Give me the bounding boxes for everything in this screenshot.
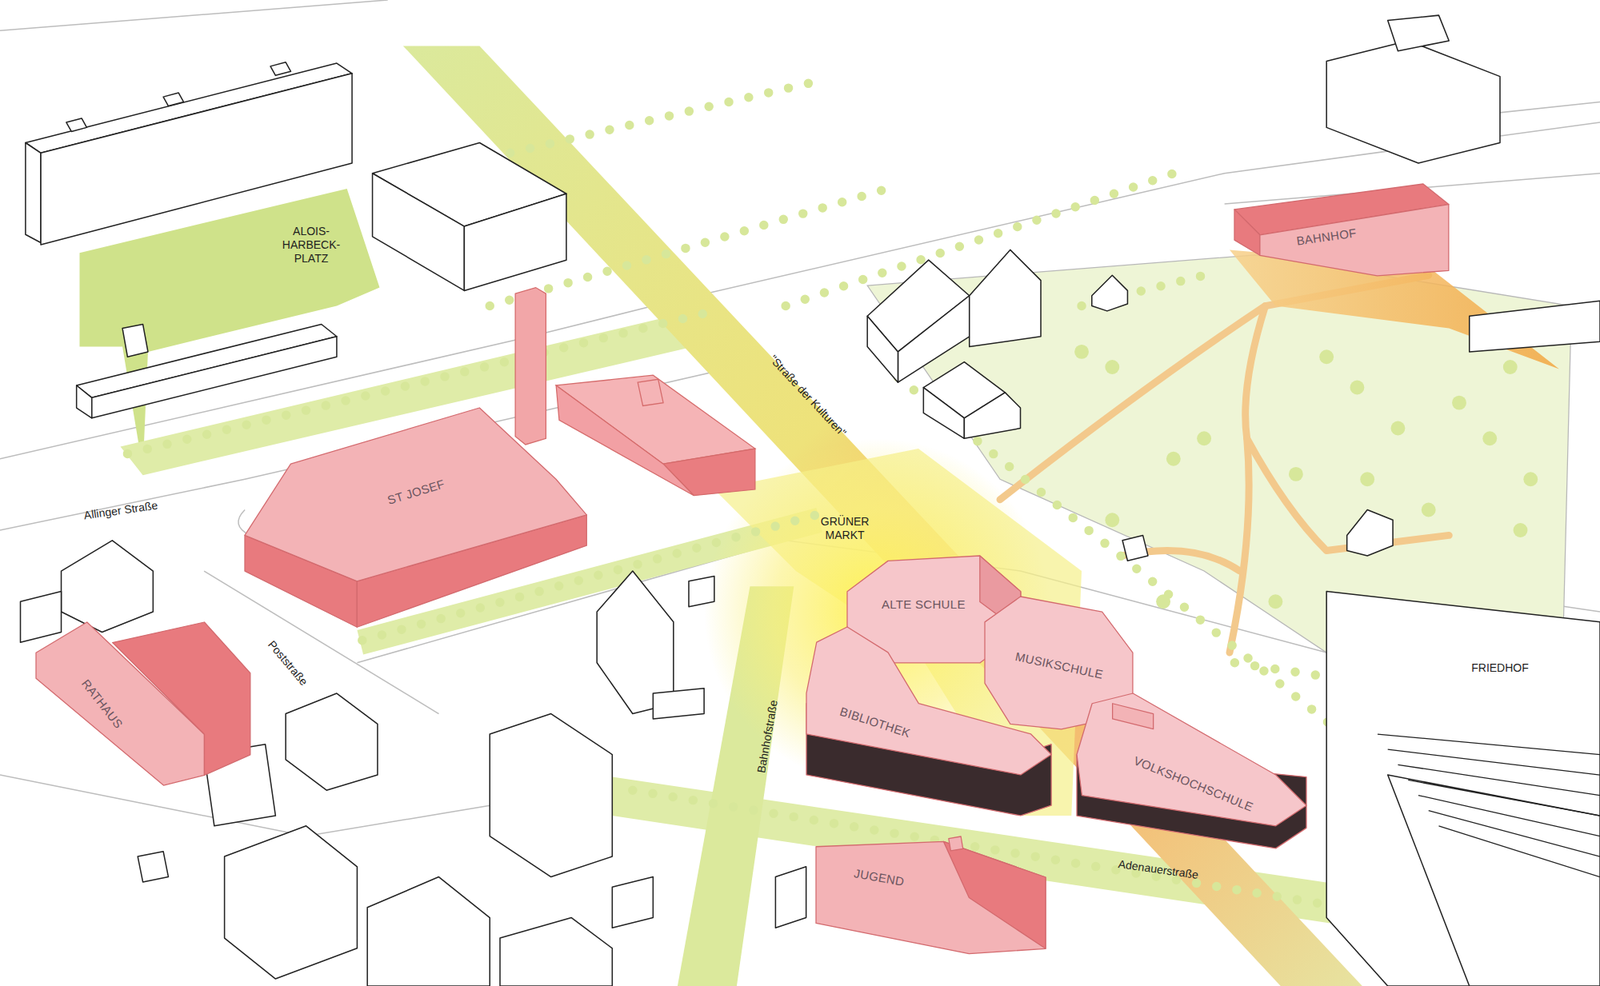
building-face xyxy=(1260,204,1449,276)
building-face xyxy=(944,841,1047,949)
building-face xyxy=(816,841,1046,954)
building-shape: BAHNHOF xyxy=(1234,184,1449,276)
building-shape: VOLKSHOCHSCHULE xyxy=(1076,693,1307,849)
building-shape: RATHAUS xyxy=(36,622,251,786)
building-face xyxy=(1076,693,1307,827)
building-face xyxy=(244,408,587,582)
building-outline xyxy=(816,836,1046,955)
building-face xyxy=(1112,704,1153,730)
place-label: ALOIS- HARBECK- PLATZ xyxy=(282,224,340,265)
building-outline xyxy=(806,627,1052,816)
building-face xyxy=(1234,208,1260,255)
building-label: ALTE SCHULE xyxy=(881,597,966,612)
building-shape: BIBLIOTHEK xyxy=(806,627,1052,816)
place-label: GRÜNER MARKT xyxy=(820,515,870,543)
building-face xyxy=(948,836,964,852)
building-face xyxy=(806,627,1052,776)
building-outline xyxy=(244,408,587,628)
building-face xyxy=(112,622,250,776)
building-outline xyxy=(36,622,251,786)
street-label: FRIEDHOF xyxy=(1471,661,1529,675)
building-shape: JUGEND xyxy=(816,836,1046,955)
building-shape: ST JOSEF xyxy=(244,408,587,628)
building-outline xyxy=(1076,693,1307,849)
